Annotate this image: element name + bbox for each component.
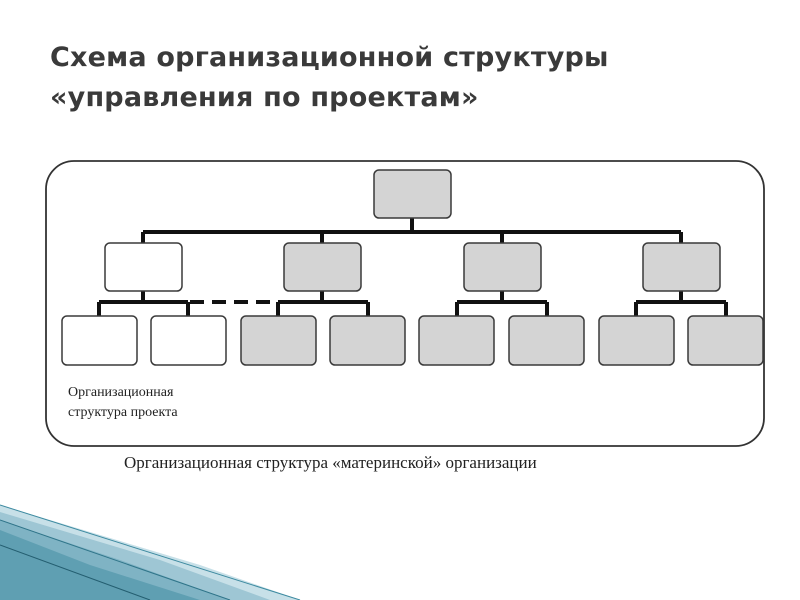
level3-box-6 — [508, 315, 585, 366]
top-management-box — [373, 169, 452, 219]
level2-box-project — [104, 242, 183, 292]
level2-box-4 — [642, 242, 721, 292]
level3-box-project-1 — [61, 315, 138, 366]
slide-title-line-1: Схема организационной структуры — [50, 42, 609, 73]
diagram-caption: Организационная структура «материнской» … — [124, 453, 537, 472]
slide-title-line-2: «управления по проектам» — [50, 82, 479, 113]
level3-box-5 — [418, 315, 495, 366]
project-structure-label: Организационная структура проекта — [68, 383, 228, 423]
level3-box-project-2 — [150, 315, 227, 366]
project-label-line-1: Организационная — [68, 385, 174, 400]
level3-box-3 — [240, 315, 317, 366]
project-label-line-2: структура проекта — [68, 405, 178, 420]
level3-box-7 — [598, 315, 675, 366]
connectors — [97, 218, 728, 316]
parent-organization-frame — [45, 160, 765, 447]
level3-box-4 — [329, 315, 406, 366]
level2-box-2 — [283, 242, 362, 292]
level3-box-8 — [687, 315, 764, 366]
slide-title: Схема организационной структуры «управле… — [50, 38, 770, 118]
level2-box-3 — [463, 242, 542, 292]
